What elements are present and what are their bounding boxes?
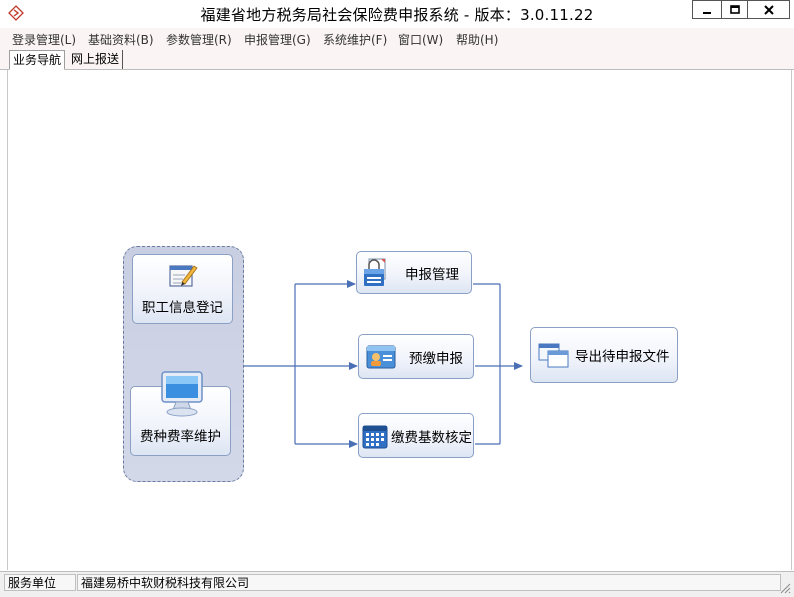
node-employee-registration-label: 职工信息登记 xyxy=(142,300,223,316)
menu-basic-data[interactable]: 基础资料(B) xyxy=(88,33,154,47)
app-logo-icon xyxy=(8,5,24,21)
status-label: 服务单位 xyxy=(4,574,76,591)
tab-business-navigation[interactable]: 业务导航 xyxy=(9,50,66,70)
tab-online-submission[interactable]: 网上报送 xyxy=(68,50,124,69)
node-declaration-management-label: 申报管理 xyxy=(405,266,459,283)
title-bar: 福建省地方税务局社会保险费申报系统 - 版本：3.0.11.22 xyxy=(0,0,794,29)
flow-connectors xyxy=(243,280,523,448)
node-prepayment-declaration[interactable]: 预缴申报 xyxy=(358,334,474,379)
node-base-verification[interactable]: 缴费基数核定 xyxy=(358,413,474,458)
contact-card-icon xyxy=(366,345,396,368)
menu-parameters[interactable]: 参数管理(R) xyxy=(166,33,232,47)
menu-help[interactable]: 帮助(H) xyxy=(456,33,499,47)
close-icon xyxy=(763,4,774,15)
node-export-pending-file[interactable]: 导出待申报文件 xyxy=(530,327,678,383)
node-employee-registration[interactable]: 职工信息登记 xyxy=(132,254,233,324)
window-title: 福建省地方税务局社会保险费申报系统 - 版本：3.0.11.22 xyxy=(200,6,594,24)
export-windows-icon xyxy=(538,343,569,368)
menu-bar: 登录管理(L) 基础资料(B) 参数管理(R) 申报管理(G) 系统维护(F) … xyxy=(0,28,794,48)
node-prepayment-declaration-label: 预缴申报 xyxy=(409,350,463,367)
node-export-pending-file-label: 导出待申报文件 xyxy=(575,349,670,365)
status-bar: 服务单位 福建易桥中软财税科技有限公司 xyxy=(0,571,794,597)
maximize-icon xyxy=(729,4,740,14)
notepad-pencil-icon xyxy=(168,265,198,287)
menu-system-maintenance[interactable]: 系统维护(F) xyxy=(323,33,388,47)
menu-login[interactable]: 登录管理(L) xyxy=(12,33,77,47)
calendar-icon xyxy=(362,425,388,448)
minimize-button[interactable] xyxy=(692,0,722,19)
computer-monitor-icon xyxy=(161,371,203,417)
node-declaration-management[interactable]: 申报管理 xyxy=(356,251,472,294)
tab-strip: 业务导航 网上报送 xyxy=(0,48,794,70)
status-service-unit: 福建易桥中软财税科技有限公司 xyxy=(77,574,781,591)
close-button[interactable] xyxy=(747,0,790,19)
node-base-verification-label: 缴费基数核定 xyxy=(391,429,472,446)
node-fee-rate-maintenance-label: 费种费率维护 xyxy=(140,429,221,445)
workflow-canvas: 职工信息登记 费种费率维护 申报管理 预缴申 xyxy=(7,70,792,570)
documents-lock-icon xyxy=(364,258,386,286)
menu-window[interactable]: 窗口(W) xyxy=(398,33,444,47)
maximize-button[interactable] xyxy=(721,0,748,19)
menu-declaration[interactable]: 申报管理(G) xyxy=(244,33,311,47)
minimize-icon xyxy=(703,11,711,14)
resize-grip-icon[interactable] xyxy=(779,582,791,594)
